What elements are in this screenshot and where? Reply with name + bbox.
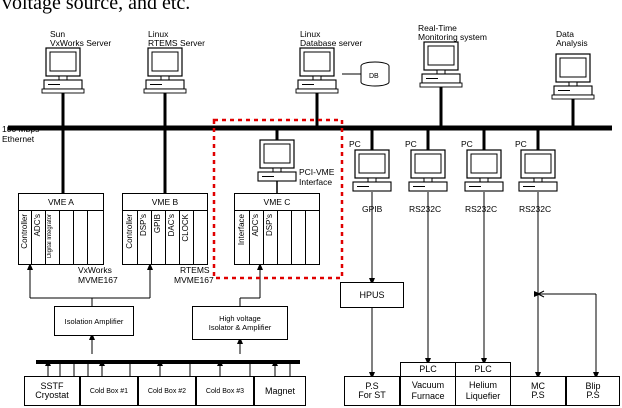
device-cold-box-1: Cold Box #1 (80, 376, 138, 406)
vme-a-cpu: MVME167 (78, 275, 118, 285)
vme-c-title: VME C (263, 197, 291, 207)
device-cold-box-3-label: Cold Box #3 (205, 387, 245, 395)
pc-gpib-icon (352, 149, 392, 192)
server-db-line2: Database server (300, 38, 363, 48)
vme-a-card-digital-integrator: Digital Integrator (47, 214, 53, 259)
isolation-amplifier-box: Isolation Amplifier (54, 306, 134, 336)
pci-vme-line2: Interface (299, 177, 333, 187)
hv-amplifier-box: High voltage Isolator & Amplifier (192, 306, 288, 340)
vme-c-rack: VME C Interface ADC's DSP's (234, 193, 320, 265)
vme-a-card-adcs: ADC's (33, 214, 42, 237)
vme-b-cpu: MVME167 (174, 275, 214, 285)
device-ps-line1: P.S (365, 381, 379, 391)
sun-vxworks-server-icon (41, 47, 85, 94)
vme-b-rack: VME B Controller DSP's GPIB DAC's CLOCK (122, 193, 208, 265)
vme-c-card-adcs: ADC's (251, 214, 260, 237)
vme-a-card-controller: Controller (20, 214, 29, 249)
header-text: voltage source, and etc. (2, 0, 191, 14)
device-magnet: Magnet (254, 376, 306, 406)
pc-interface-rs232c-2: RS232C (465, 204, 498, 214)
realtime-monitoring-icon (419, 41, 463, 88)
pc-label-4: PC (515, 139, 527, 149)
vme-a-rack: VME A Controller ADC's Digital Integrato… (18, 193, 104, 265)
pc-rs232c-3-icon (518, 149, 558, 192)
plc-vacuum-furnace: PLC Vacuum Furnace (400, 362, 456, 406)
hv-amplifier-line2: Isolator & Amplifier (208, 323, 272, 332)
device-sstf-line1: SSTF (40, 381, 64, 391)
device-blip-line1: Blip (585, 381, 601, 391)
isolation-amplifier-label: Isolation Amplifier (64, 316, 124, 326)
server-sun-line2: VxWorks Server (50, 38, 112, 48)
plc-helium-liquefier: PLC Helium Liquefier (455, 362, 511, 406)
hpus-label: HPUS (359, 289, 385, 300)
vme-c-card-dsps: DSP's (265, 214, 274, 236)
device-ps-line2: For ST (358, 390, 386, 400)
vme-b-card-dacs: DAC's (167, 214, 176, 237)
server-sun-line1: Sun (50, 29, 66, 39)
pci-vme-pc-icon (257, 139, 297, 182)
database-cylinder-icon (342, 61, 390, 87)
pc-label-3: PC (461, 139, 473, 149)
device-mc-line1: MC (531, 381, 545, 391)
device-cold-box-3: Cold Box #3 (196, 376, 254, 406)
linux-database-server-icon (295, 47, 339, 94)
hv-amplifier-line1: High voltage (219, 314, 261, 323)
plc-helium-line1: Helium (468, 380, 497, 390)
hpus-box: HPUS (340, 282, 404, 308)
server-rtems-line2: RTEMS Server (148, 38, 205, 48)
vme-b-os: RTEMS (180, 265, 210, 275)
server-db-line1: Linux (300, 29, 321, 39)
device-mc-line2: P.S (531, 390, 545, 400)
vme-b-card-controller: Controller (125, 214, 134, 249)
vme-a-os: VxWorks (78, 265, 112, 275)
plc-vacuum-line2: Furnace (411, 391, 445, 401)
vme-b-card-gpib: GPIB (153, 214, 162, 234)
device-mc-ps: MC P.S (510, 376, 566, 406)
device-sstf-cryostat: SSTF Cryostat (24, 376, 80, 406)
pc-interface-rs232c-1: RS232C (409, 204, 442, 214)
device-cold-box-2-label: Cold Box #2 (147, 387, 187, 395)
pc-label-2: PC (405, 139, 417, 149)
pc-rs232c-1-icon (408, 149, 448, 192)
plc-helium-label: PLC (474, 364, 492, 374)
vme-b-title: VME B (151, 197, 179, 207)
server-analysis-line1: Data (556, 29, 574, 39)
pci-vme-line1: PCI-VME (299, 167, 335, 177)
network-label-line1: 100 Mbps (2, 124, 40, 134)
device-ps-for-st: P.S For ST (344, 376, 400, 406)
vme-b-card-dsps: DSP's (139, 214, 148, 236)
db-label: DB (369, 73, 379, 80)
vme-b-card-clock: CLOCK (181, 214, 190, 242)
vme-a-title: VME A (48, 197, 74, 207)
vme-c-card-interface: Interface (237, 214, 246, 246)
device-magnet-label: Magnet (264, 385, 296, 396)
data-analysis-icon (551, 53, 595, 100)
plc-vacuum-label: PLC (419, 364, 437, 374)
device-blip-line2: P.S (586, 390, 600, 400)
pci-vme-highlight-region (212, 118, 344, 280)
network-label-line2: Ethernet (2, 134, 35, 144)
plc-vacuum-line1: Vacuum (411, 380, 445, 390)
server-monitor-line1: Real-Time (418, 23, 457, 33)
device-cold-box-1-label: Cold Box #1 (89, 387, 129, 395)
device-cold-box-2: Cold Box #2 (138, 376, 196, 406)
pc-interface-rs232c-3: RS232C (519, 204, 552, 214)
pc-interface-gpib: GPIB (362, 204, 383, 214)
device-blip-ps: Blip P.S (566, 376, 620, 406)
linux-rtems-server-icon (143, 47, 187, 94)
device-sstf-line2: Cryostat (35, 390, 69, 400)
server-monitor-line2: Monitoring system (418, 32, 487, 42)
pc-rs232c-2-icon (464, 149, 504, 192)
plc-helium-line2: Liquefier (465, 391, 501, 401)
server-rtems-line1: Linux (148, 29, 169, 39)
server-analysis-line2: Analysis (556, 38, 588, 48)
pc-label-1: PC (349, 139, 361, 149)
